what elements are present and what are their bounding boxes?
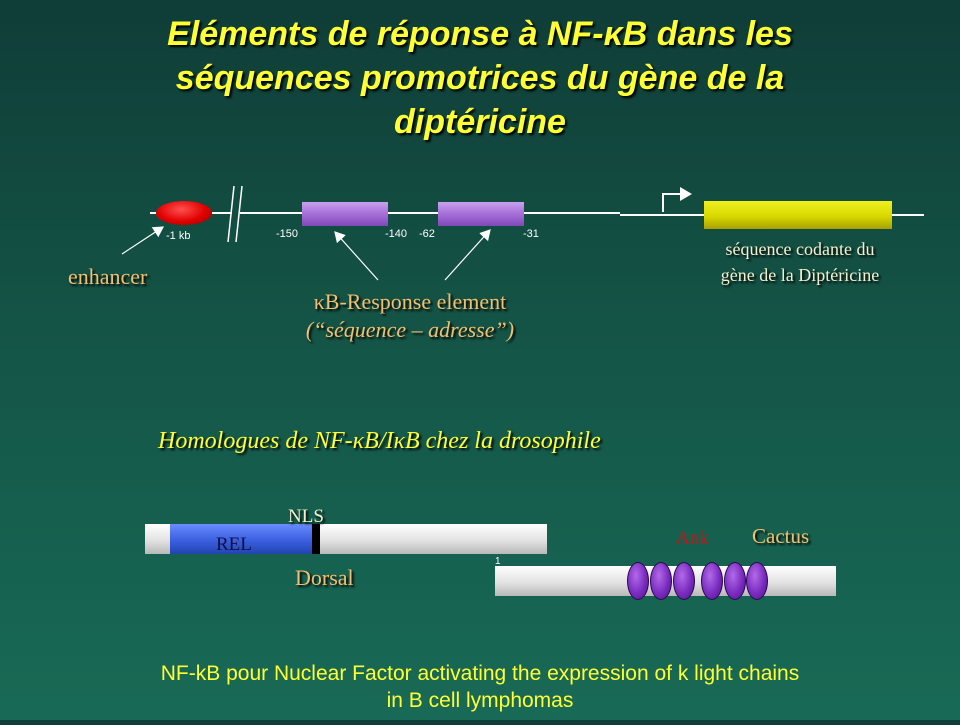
title-line-2: séquences promotrices du gène de la	[175, 59, 785, 97]
title-line-3: diptéricine	[394, 103, 566, 141]
ankyrin-repeat-6	[746, 562, 768, 600]
ankyrin-repeat-5	[724, 562, 746, 600]
rel-domain	[170, 524, 314, 554]
footer-line-2: in B cell lymphomas	[386, 689, 574, 712]
kb-response-element-1	[302, 202, 388, 226]
coding-label-line-1: séquence codante du	[725, 239, 875, 259]
ankyrin-repeat-3	[673, 562, 695, 600]
position-140: -140	[385, 228, 408, 240]
cactus-label: Cactus	[752, 524, 810, 548]
homologues-heading: Homologues de NF-κB/IκB chez la drosophi…	[158, 428, 601, 454]
kb-pointer-arrow-2	[444, 229, 491, 281]
kb-response-label-line-2: (“séquence – adresse”)	[305, 317, 515, 342]
nls-marker	[312, 524, 320, 554]
kb-pointer-arrow-1	[334, 231, 379, 281]
coding-label-line-2: gène de la Diptéricine	[720, 265, 880, 285]
dna-line-main	[240, 212, 620, 214]
slide-title: Eléments de réponse à NF-κB dans les séq…	[40, 12, 920, 144]
enhancer-pointer-arrow	[121, 226, 165, 255]
position-31: -31	[523, 228, 539, 240]
coding-sequence-box	[704, 201, 892, 229]
coding-sequence-label: séquence codante du gène de la Diptérici…	[680, 236, 920, 288]
kb-response-label-line-1: κB-Response element	[313, 289, 507, 314]
nls-label: NLS	[288, 506, 324, 527]
break-mark	[222, 184, 246, 244]
dorsal-label: Dorsal	[295, 565, 354, 590]
position-1kb: -1 kb	[166, 230, 191, 242]
position-150: -150	[276, 228, 299, 240]
kb-response-element-2	[438, 202, 524, 226]
footer-note: NF-kB pour Nuclear Factor activating the…	[20, 660, 940, 714]
enhancer-element	[156, 201, 212, 225]
ankyrin-repeat-4	[701, 562, 723, 600]
transcription-start-arrow	[656, 184, 696, 214]
enhancer-label: enhancer	[68, 264, 148, 289]
kb-response-label: κB-Response element (“séquence – adresse…	[240, 288, 580, 344]
ankyrin-repeat-2	[650, 562, 672, 600]
title-line-1: Eléments de réponse à NF-κB dans les	[167, 15, 793, 53]
ank-label: Ank	[676, 528, 709, 549]
position-62: -62	[419, 228, 435, 240]
footer-line-1: NF-kB pour Nuclear Factor activating the…	[160, 662, 800, 685]
rel-label: REL	[216, 534, 252, 555]
ankyrin-repeat-1	[627, 562, 649, 600]
cactus-start-position: 1	[495, 556, 501, 567]
